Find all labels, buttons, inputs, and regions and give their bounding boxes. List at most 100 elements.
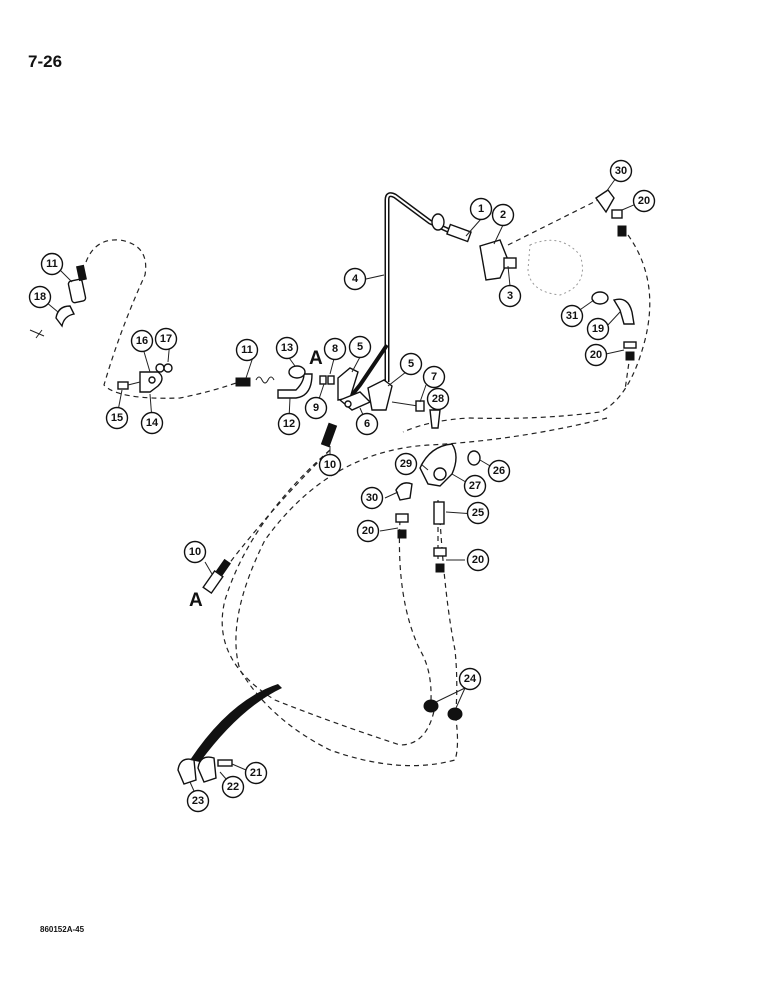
bolt-7: [391, 400, 425, 412]
svg-text:20: 20: [362, 525, 374, 537]
svg-text:11: 11: [46, 258, 58, 270]
nut-13: [288, 365, 306, 379]
detail-pointer: [190, 684, 282, 762]
svg-text:6: 6: [364, 418, 370, 430]
callout-31: 31: [560, 304, 584, 328]
fitting-3: [503, 257, 517, 269]
bracket-5-right: [367, 379, 393, 411]
svg-text:21: 21: [250, 767, 262, 779]
bolt-15: [117, 381, 141, 390]
svg-text:30: 30: [615, 165, 627, 177]
hose-line-center-drop-2: [439, 519, 458, 711]
svg-text:29: 29: [400, 458, 412, 470]
hose-line-lower-a: [227, 449, 331, 566]
nut-16-17: [155, 363, 173, 373]
callout-4: 4: [343, 267, 367, 291]
page-number: 7-26: [28, 52, 63, 71]
svg-text:9: 9: [313, 402, 319, 414]
svg-text:20: 20: [638, 195, 650, 207]
callout-17: 17: [154, 327, 178, 351]
fitting-1: [431, 213, 472, 243]
callout-16: 16: [130, 329, 154, 353]
fitting-31: [591, 291, 609, 305]
svg-text:17: 17: [160, 333, 172, 345]
clamps-21-22-23: [177, 756, 233, 785]
svg-text:11: 11: [241, 344, 253, 356]
svg-text:30: 30: [366, 492, 378, 504]
hose-line-center-drop: [398, 519, 432, 701]
callout-14: 14: [140, 411, 164, 435]
fittings-8-9: [319, 375, 335, 385]
cap-26: [467, 450, 481, 466]
svg-text:20: 20: [472, 554, 484, 566]
svg-text:2: 2: [500, 209, 506, 221]
callout-18: 18: [28, 285, 52, 309]
svg-text:19: 19: [592, 323, 604, 335]
svg-text:23: 23: [192, 795, 204, 807]
clamp-14: [139, 371, 163, 393]
callout-6: 6: [355, 412, 379, 436]
svg-text:5: 5: [357, 341, 363, 353]
svg-text:3: 3: [507, 290, 513, 302]
svg-text:28: 28: [432, 393, 444, 405]
hose-end-11-lower: [235, 376, 275, 387]
callout-26: 26: [487, 459, 511, 483]
callout-9: 9: [304, 396, 328, 420]
callout-22: 22: [221, 775, 245, 799]
svg-text:26: 26: [493, 465, 505, 477]
svg-text:1: 1: [478, 203, 484, 215]
callout-8: 8: [323, 337, 347, 361]
fitting-25: [433, 501, 445, 525]
callout-27: 27: [463, 474, 487, 498]
clip-28: [429, 409, 441, 429]
svg-text:7: 7: [431, 371, 437, 383]
callout-1: 1: [469, 197, 493, 221]
callout-30-upper: 30: [609, 159, 633, 183]
svg-text:10: 10: [189, 546, 201, 558]
svg-text:20: 20: [590, 349, 602, 361]
callout-20-right: 20: [584, 343, 608, 367]
callout-30-lower: 30: [360, 486, 384, 510]
hose-line-long-loop-outer: [221, 449, 437, 746]
hose-line-long-loop-inner: [235, 417, 608, 767]
callout-25: 25: [466, 501, 490, 525]
grommets-24: [423, 699, 463, 721]
elbow-19: [612, 298, 635, 325]
svg-text:5: 5: [408, 358, 414, 370]
svg-text:4: 4: [352, 273, 359, 285]
callout-2: 2: [491, 203, 515, 227]
section-letter-a-upper: A: [309, 348, 323, 369]
svg-text:16: 16: [136, 335, 148, 347]
callout-7: 7: [422, 365, 446, 389]
svg-text:8: 8: [332, 343, 338, 355]
fitting-20-right: [623, 341, 637, 361]
svg-text:13: 13: [281, 342, 293, 354]
callout-15: 15: [105, 406, 129, 430]
svg-text:31: 31: [566, 310, 578, 322]
callout-12: 12: [277, 412, 301, 436]
callout-20-center-left: 20: [356, 519, 380, 543]
svg-text:10: 10: [324, 459, 336, 471]
bracket-5-left: [337, 367, 359, 401]
svg-text:22: 22: [227, 781, 239, 793]
fitting-11-upper: [67, 264, 87, 304]
callout-3: 3: [498, 284, 522, 308]
svg-text:18: 18: [34, 291, 46, 303]
callout-10-upper: 10: [318, 453, 342, 477]
callout-13: 13: [275, 336, 299, 360]
leader-lines: [39, 170, 644, 801]
callout-21: 21: [244, 761, 268, 785]
hose-line-upper-left: [85, 239, 237, 399]
callout-5-right: 5: [399, 352, 423, 376]
callout-20-center-right: 20: [466, 548, 490, 572]
hose-end-10-upper: [320, 422, 338, 448]
callout-23: 23: [186, 789, 210, 813]
callout-5-left: 5: [348, 335, 372, 359]
svg-text:25: 25: [472, 507, 484, 519]
callout-28: 28: [426, 387, 450, 411]
svg-text:15: 15: [111, 412, 123, 424]
callout-29: 29: [394, 452, 418, 476]
rigid-tube: [384, 192, 467, 382]
callout-24: 24: [458, 667, 482, 691]
